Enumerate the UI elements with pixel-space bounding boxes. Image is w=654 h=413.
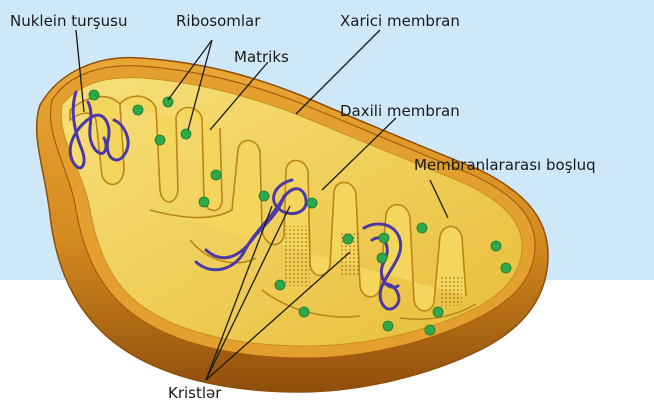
label-ribosomes: Ribosomlar [176, 12, 260, 30]
label-intermembrane-space: Membranlararası boşluq [414, 156, 596, 174]
label-nucleic-acid: Nuklein turşusu [10, 12, 127, 30]
label-outer-membrane: Xarici membran [340, 12, 460, 30]
label-cristae: Kristlər [168, 384, 221, 402]
label-matrix: Matriks [234, 48, 289, 66]
label-inner-membrane: Daxili membran [340, 102, 460, 120]
